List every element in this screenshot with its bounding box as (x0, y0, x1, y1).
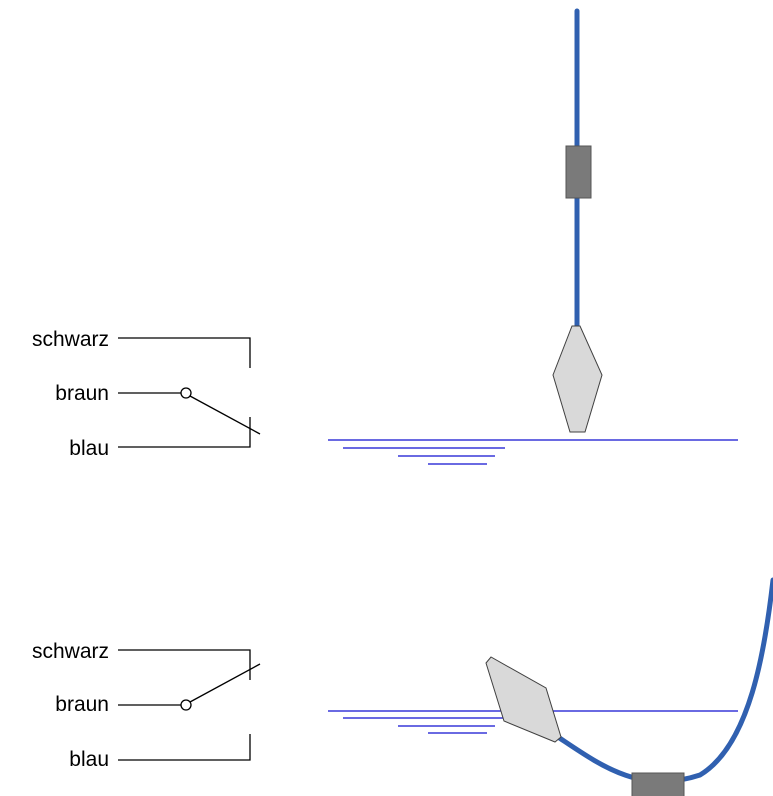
wire-label-schwarz-bottom: schwarz (32, 640, 109, 663)
wire-label-braun-top: braun (55, 382, 109, 405)
switch-schematic-top: schwarz braun blau (32, 328, 261, 460)
float-body-bottom (485, 656, 562, 743)
wire-blau-top (118, 417, 251, 448)
wire-label-blau-top: blau (69, 437, 109, 460)
float-body-top (552, 325, 603, 433)
switch-blade-bottom (189, 663, 261, 703)
wire-label-blau-bottom: blau (69, 748, 109, 771)
cable-bottom (555, 577, 773, 784)
cable-weight-bottom (631, 772, 685, 796)
diagram-top: schwarz braun blau (32, 8, 738, 465)
diagram-bottom: schwarz braun blau (32, 577, 773, 796)
switch-blade-top (189, 395, 261, 435)
switch-pivot-bottom (180, 699, 192, 711)
switch-pivot-top (180, 387, 192, 399)
float-assembly-top (552, 8, 603, 433)
switch-schematic-bottom: schwarz braun blau (32, 640, 261, 771)
wire-label-schwarz-top: schwarz (32, 328, 109, 351)
wire-schwarz-bottom (118, 649, 251, 680)
cable-weight-top (565, 145, 592, 199)
wire-blau-bottom (118, 734, 251, 761)
float-assembly-bottom (485, 577, 773, 796)
wire-label-braun-bottom: braun (55, 693, 109, 716)
wire-schwarz-top (118, 337, 251, 368)
water-level-top (328, 439, 738, 465)
